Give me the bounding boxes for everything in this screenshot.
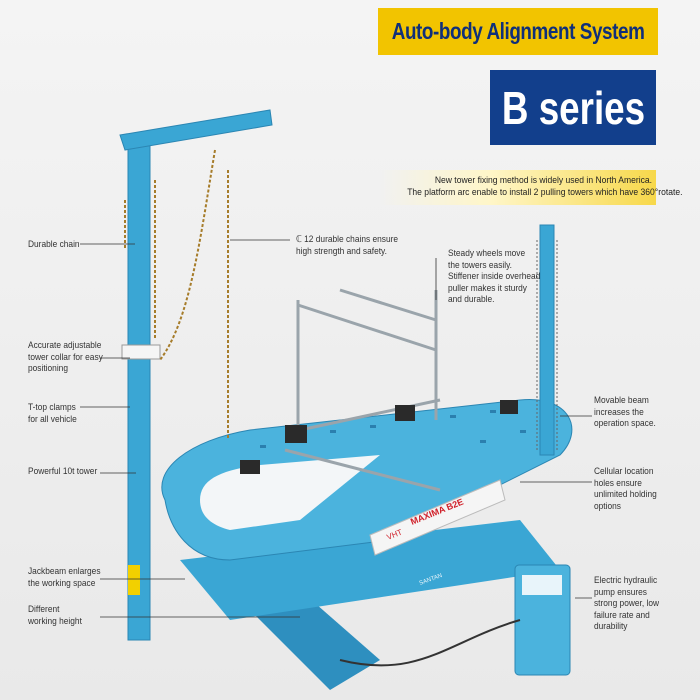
callout-text-line: Accurate adjustable — [28, 340, 102, 351]
callout-text-line: and durable. — [448, 294, 495, 305]
warning-label — [128, 565, 140, 595]
callout-text-line: Powerful 10t tower — [28, 466, 98, 477]
callout-text-line: the towers easily. — [448, 259, 512, 271]
series-box: B series — [490, 70, 656, 145]
tower-collar — [121, 344, 161, 360]
callout-text-line: Electric hydraulic — [594, 575, 658, 586]
callout-text-line: Different — [28, 604, 60, 615]
callout-text-line: positioning — [28, 363, 68, 374]
feature-note: New tower fixing method is widely used i… — [380, 170, 683, 205]
callout-text-line: Cellular location — [594, 466, 654, 477]
ramp — [240, 590, 380, 690]
callout-durable-chain: Durable chain — [28, 239, 87, 251]
callout-text-line: pump ensures — [594, 586, 647, 598]
callout-powerful-tower: Powerful 10t tower — [28, 466, 107, 478]
callout-text-line: failure rate and — [594, 609, 650, 621]
callout-text-line: Stiffener inside overhead — [448, 271, 541, 282]
callout-text-line: Steady wheels move — [448, 248, 526, 259]
callout-text-line: puller makes it sturdy — [448, 282, 527, 294]
tower-arm — [119, 109, 273, 151]
note-line: New tower fixing method is widely used i… — [434, 175, 652, 186]
right-chain — [536, 240, 558, 450]
hydraulic-hose — [339, 619, 521, 667]
callout-text-line: for all vehicle — [28, 413, 77, 425]
pump-panel — [522, 575, 562, 595]
note-line: The platform arc enable to install 2 pul… — [407, 187, 683, 198]
callout-text-line: unlimited holding — [594, 489, 657, 500]
callout-text-line: options — [594, 500, 621, 512]
callout-text-line: Jackbeam enlarges — [28, 566, 101, 577]
callout-text-line: durability — [594, 621, 628, 632]
side-plate — [369, 479, 506, 556]
callout-text-line: ℂ 12 durable chains ensure — [296, 234, 399, 245]
base-frame — [180, 520, 560, 620]
callout-text-line: Movable beam — [594, 395, 649, 406]
callout-lines — [80, 239, 592, 618]
durable-chain — [124, 149, 229, 440]
title: Auto-body Alignment System — [391, 18, 645, 44]
t-top-clamps — [240, 400, 518, 474]
callout-text-line: tower collar for easy — [28, 351, 103, 363]
callout-text-line: working height — [28, 615, 82, 627]
callout-text-line: operation space. — [594, 418, 656, 429]
callout-text-line: high strength and safety. — [296, 245, 387, 257]
callout-text-line: the working space — [28, 577, 96, 589]
callout-text-line: Durable chain — [28, 239, 80, 250]
overhead-puller — [284, 288, 441, 492]
callout-text-line: strong power, low — [594, 598, 660, 609]
callout-text-line: holes ensure — [594, 477, 642, 489]
right-tower — [539, 224, 555, 456]
callout-text-line: increases the — [594, 406, 644, 418]
callout-text-line: T-top clamps — [28, 402, 76, 413]
title-banner: Auto-body Alignment System — [378, 8, 658, 55]
series-label: B series — [501, 81, 645, 134]
